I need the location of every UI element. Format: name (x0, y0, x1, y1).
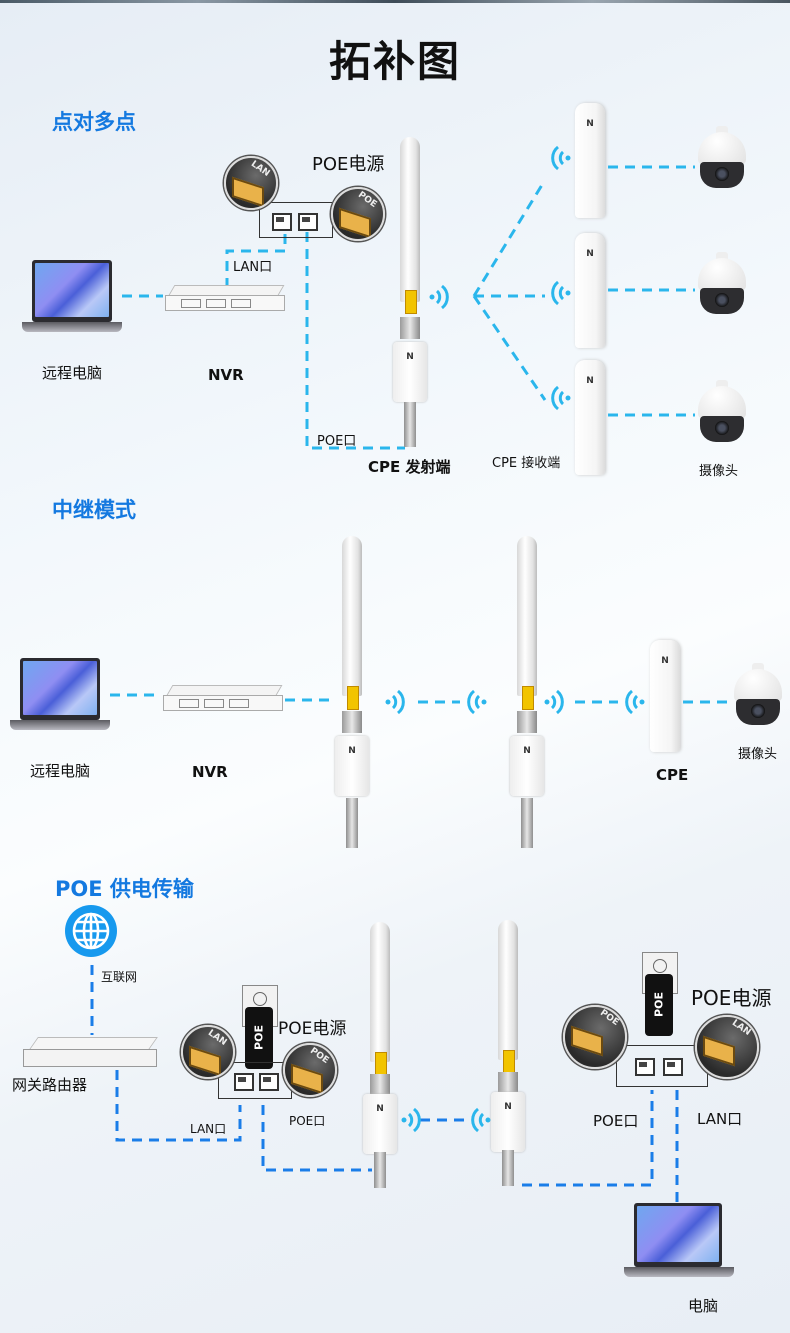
cpe-receiver-3: N (575, 360, 605, 475)
relay-wifi-icon-3 (543, 687, 569, 717)
cpe-tx-antenna: N (393, 137, 427, 447)
relay-wifi-icon-4 (620, 687, 646, 717)
poe-antenna-right: N (491, 920, 525, 1186)
cpe-receiver-1: N (575, 103, 605, 218)
ptz-camera-1 (696, 126, 748, 188)
poe-port-box (259, 202, 333, 238)
wifi-rx-icon-2 (546, 278, 572, 308)
wifi-tx-icon (428, 282, 454, 312)
poe-jack-right (635, 1058, 655, 1076)
lan-port-closeup-left: LAN (181, 1025, 235, 1079)
poe-port-closeup: POE (331, 187, 385, 241)
relay-cpe: N (650, 640, 680, 752)
label-relay-cpe: CPE (656, 766, 689, 784)
poe-port-closeup-left: POE (283, 1043, 337, 1097)
relay-antenna-1: N (335, 536, 369, 848)
relay-wifi-icon-2 (462, 687, 488, 717)
lan-port-closeup: LAN (224, 156, 278, 210)
label-poe-port-left: POE口 (289, 1114, 326, 1128)
link-antenna-right-poe (522, 1090, 654, 1187)
poe-port-box-right (616, 1045, 708, 1087)
label-cpe-rx: CPE 接收端 (492, 456, 561, 471)
label-remote-pc: 远程电脑 (42, 364, 103, 382)
label-lan-port-right: LAN口 (697, 1110, 743, 1128)
cpe-receiver-2: N (575, 233, 605, 348)
ptz-camera-2 (696, 252, 748, 314)
lan-port-closeup-right: LAN (695, 1015, 759, 1079)
label-pc: 电脑 (688, 1297, 719, 1315)
relay-antenna-2: N (510, 536, 544, 848)
relay-wifi-icon-1 (384, 687, 410, 717)
label-internet: 互联网 (101, 970, 138, 984)
label-poe-power: POE电源 (312, 154, 385, 175)
wifi-rx-icon-3 (546, 383, 572, 413)
relay-nvr-device (163, 685, 283, 711)
label-gateway-router: 网关路由器 (12, 1076, 88, 1094)
poe-wifi-icon-1 (400, 1105, 426, 1135)
label-poe-power-left: POE电源 (278, 1019, 347, 1039)
poe-jack-left (259, 1073, 279, 1091)
label-lan-port-left: LAN口 (190, 1122, 227, 1136)
section-heading-p2mp: 点对多点 (52, 110, 136, 134)
label-lan-port: LAN口 (233, 260, 273, 275)
wifi-rx-icon-1 (546, 143, 572, 173)
label-poe-port: POE口 (317, 434, 357, 449)
label-poe-port-right: POE口 (593, 1112, 639, 1130)
poe-jack (298, 213, 318, 231)
remote-pc-laptop (22, 260, 122, 338)
relay-remote-pc-laptop (10, 658, 110, 736)
lan-jack (272, 213, 292, 231)
page-title: 拓补图 (328, 37, 461, 86)
lan-jack-right (663, 1058, 683, 1076)
link-fan-bot (472, 295, 547, 401)
section-heading-relay: 中继模式 (52, 498, 136, 522)
poe-antenna-left: N (363, 922, 397, 1188)
top-border (0, 0, 790, 3)
label-cpe-tx: CPE 发射端 (368, 458, 451, 476)
poe-adapter-left: POE (242, 985, 278, 1085)
lan-jack-left (234, 1073, 254, 1091)
label-poe-power-right: POE电源 (691, 986, 772, 1010)
poe-port-closeup-right: POE (563, 1005, 627, 1069)
gateway-router-device (23, 1037, 158, 1067)
label-relay-remote-pc: 远程电脑 (30, 762, 91, 780)
section-heading-poe: POE 供电传输 (55, 877, 194, 901)
nvr-device (165, 285, 285, 311)
label-relay-nvr: NVR (192, 763, 228, 781)
poe-wifi-icon-2 (466, 1105, 492, 1135)
poe-adapter-right: POE (642, 952, 678, 1052)
internet-globe-icon (65, 905, 117, 957)
link-poe-antenna (305, 232, 405, 450)
link-fan-top (472, 179, 547, 297)
label-camera: 摄像头 (699, 464, 739, 479)
label-relay-camera: 摄像头 (738, 747, 778, 762)
pc-laptop (624, 1203, 734, 1283)
label-nvr: NVR (208, 366, 244, 384)
ptz-camera-3 (696, 380, 748, 442)
relay-ptz-camera (732, 663, 784, 725)
